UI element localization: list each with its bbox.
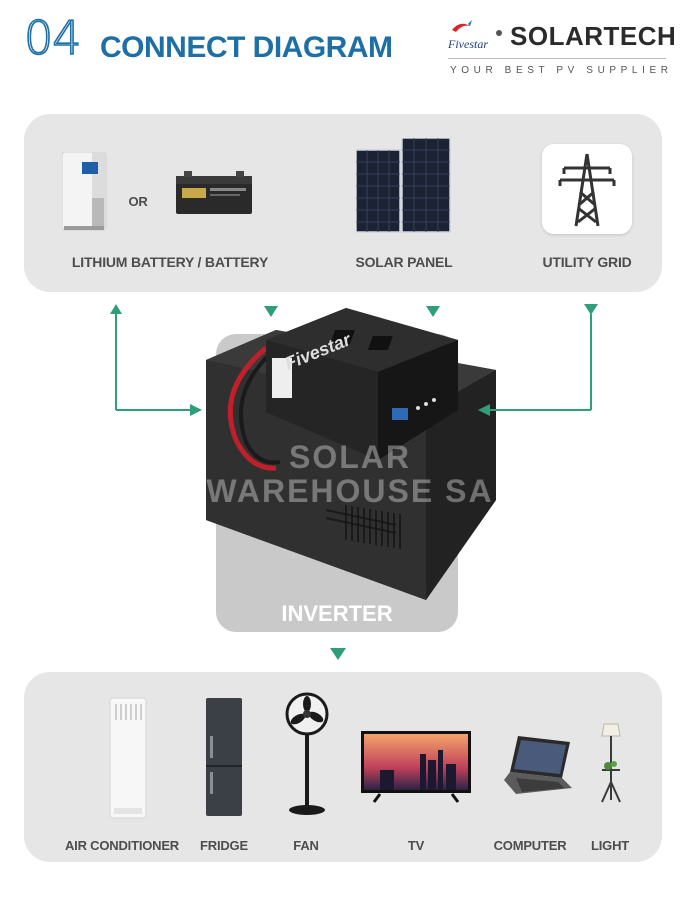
battery-connector-arrow (110, 304, 202, 416)
computer-icon (504, 736, 572, 794)
load-label-air-conditioner: AIR CONDITIONER (64, 838, 179, 853)
watermark: SOLAR WAREHOUSE SA (200, 440, 500, 508)
grid-connector-arrow (478, 304, 598, 416)
utility-grid-label: UTILITY GRID (542, 254, 632, 270)
load-label-fan: FAN (293, 838, 319, 853)
watermark-line-2: WAREHOUSE SA (206, 473, 494, 509)
loads-down-arrow (330, 648, 346, 660)
lithium-battery-icon (62, 152, 107, 231)
power-tower-icon (558, 153, 616, 227)
svg-text:Fivestar: Fivestar (447, 37, 488, 51)
inverter-icon: Fivestar (206, 308, 496, 600)
watermark-line-1: SOLAR (289, 439, 411, 475)
load-label-computer: COMPUTER (493, 838, 567, 853)
battery-icon (176, 171, 252, 214)
section-number: 04 (23, 11, 82, 65)
or-text: OR (128, 194, 148, 209)
battery-label: LITHIUM BATTERY / BATTERY (71, 254, 269, 270)
load-label-light: LIGHT (591, 838, 629, 853)
air-conditioner-icon (109, 697, 147, 819)
fivestar-logo: Fivestar (447, 20, 488, 51)
fan-icon (285, 692, 329, 815)
solar-panel-icon (356, 138, 451, 233)
fridge-icon (206, 698, 242, 816)
brand-separator (496, 30, 502, 36)
tagline: YOUR BEST PV SUPPLIER (450, 65, 673, 76)
utility-grid-tile (542, 144, 632, 234)
brand-name: SOLARTECH (510, 21, 677, 51)
load-label-fridge: FRIDGE (200, 838, 248, 853)
load-label-tv: TV (407, 838, 425, 853)
page-title: CONNECT DIAGRAM (100, 31, 393, 64)
inverter-label: INVERTER (281, 601, 393, 626)
solar-panel-label: SOLAR PANEL (355, 254, 453, 270)
light-icon (601, 723, 621, 803)
tv-icon (361, 731, 471, 803)
solar-down-arrow-2 (426, 306, 440, 317)
brand-divider (448, 58, 666, 59)
solar-down-arrow-1 (264, 306, 278, 317)
